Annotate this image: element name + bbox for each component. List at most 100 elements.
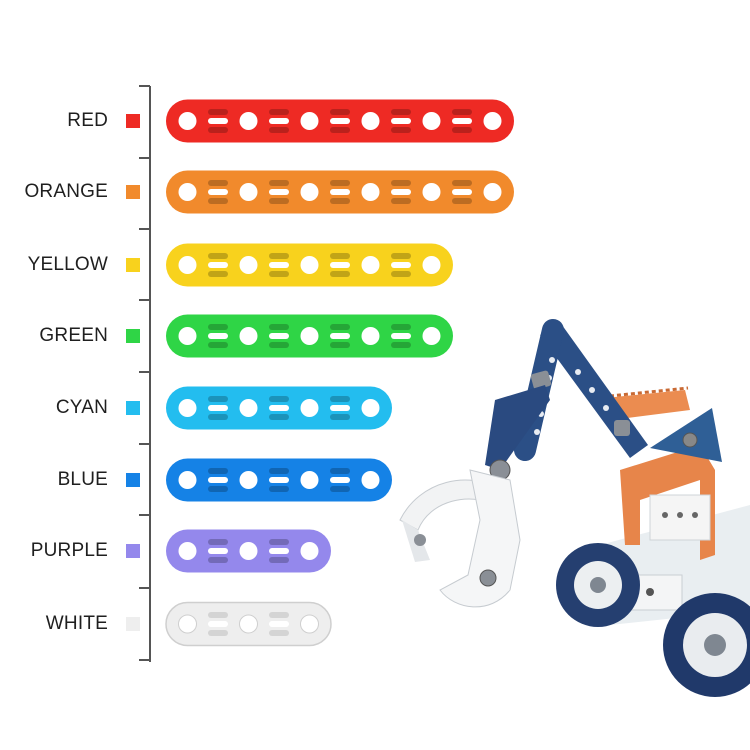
legend-tick <box>139 587 150 589</box>
strip-slot <box>452 118 472 124</box>
strip-slot <box>208 477 228 483</box>
strip-slot <box>208 548 228 554</box>
legend-tick <box>139 228 150 230</box>
strip-hole <box>239 327 258 345</box>
strip-slot <box>391 198 411 204</box>
legend-swatch <box>126 617 140 631</box>
strip-hole <box>361 399 380 417</box>
strip-hole <box>300 399 319 417</box>
strip-hole <box>239 471 258 489</box>
strip-slot <box>330 324 350 330</box>
legend-tick <box>139 371 150 373</box>
strip-slot <box>330 198 350 204</box>
strip-cyan <box>166 386 392 430</box>
strip-slot <box>330 396 350 402</box>
strip-yellow <box>166 243 453 287</box>
strip-hole <box>300 112 319 130</box>
legend-label: RED <box>67 110 108 131</box>
strip-slot <box>208 324 228 330</box>
strip-hole <box>483 112 502 130</box>
legend-row-green: GREEN <box>0 321 142 351</box>
strip-hole <box>483 183 502 201</box>
strip-slot <box>452 180 472 186</box>
strip-hole <box>300 327 319 345</box>
strip-hole <box>300 542 319 560</box>
strip-slot <box>208 414 228 420</box>
strip-hole <box>178 471 197 489</box>
strip-slot <box>208 405 228 411</box>
legend-row-orange: ORANGE <box>0 177 142 207</box>
strip-slot <box>208 262 228 268</box>
legend-row-cyan: CYAN <box>0 393 142 423</box>
strip-red <box>166 99 514 143</box>
legend-label: BLUE <box>57 469 108 490</box>
strip-orange <box>166 170 514 214</box>
strip-hole <box>422 112 441 130</box>
strip-hole <box>239 399 258 417</box>
orange-grill <box>605 390 690 420</box>
strip-hole <box>422 327 441 345</box>
strip-hole <box>361 112 380 130</box>
strip-hole <box>361 327 380 345</box>
strip-slot <box>208 333 228 339</box>
legend-swatch <box>126 114 140 128</box>
strip-slot <box>330 477 350 483</box>
strip-slot <box>391 109 411 115</box>
strip-slot <box>391 127 411 133</box>
strip-hole <box>178 183 197 201</box>
strip-slot <box>208 621 228 627</box>
strip-slot <box>208 189 228 195</box>
strip-slot <box>269 630 289 636</box>
strip-slot <box>208 253 228 259</box>
strip-slot <box>269 477 289 483</box>
strip-slot <box>269 468 289 474</box>
strip-slot <box>391 118 411 124</box>
strip-hole <box>361 183 380 201</box>
legend-tick <box>139 299 150 301</box>
strip-hole <box>361 471 380 489</box>
strip-slot <box>208 396 228 402</box>
legend-swatch <box>126 544 140 558</box>
strip-slot <box>391 271 411 277</box>
strip-slot <box>208 539 228 545</box>
toy-excavator-photo <box>399 319 750 697</box>
strip-hole <box>178 256 197 274</box>
strip-slot <box>269 539 289 545</box>
strip-slot <box>269 414 289 420</box>
strip-slot <box>330 180 350 186</box>
strip-slot <box>330 127 350 133</box>
strip-slot <box>452 198 472 204</box>
legend-label: GREEN <box>39 325 108 346</box>
strip-hole <box>178 112 197 130</box>
strip-hole <box>178 542 197 560</box>
legend-swatch <box>126 473 140 487</box>
strip-slot <box>269 253 289 259</box>
strip-hole <box>361 256 380 274</box>
legend-swatch <box>126 329 140 343</box>
orange-frame <box>620 445 715 560</box>
front-wheel <box>556 543 640 627</box>
legend-axis-line <box>149 86 151 662</box>
strip-slot <box>269 396 289 402</box>
strip-slot <box>269 127 289 133</box>
strip-slot <box>269 180 289 186</box>
strip-hole <box>239 256 258 274</box>
strip-hole <box>300 183 319 201</box>
strip-slot <box>330 189 350 195</box>
big-wheel <box>663 593 750 697</box>
strip-slot <box>391 324 411 330</box>
strip-hole <box>178 327 197 345</box>
strip-hole <box>300 614 319 634</box>
strip-slot <box>269 189 289 195</box>
strip-slot <box>391 333 411 339</box>
strip-slot <box>330 486 350 492</box>
strip-slot <box>208 180 228 186</box>
strip-slot <box>269 486 289 492</box>
strip-hole <box>300 471 319 489</box>
strip-purple <box>166 529 331 573</box>
strip-slot <box>330 405 350 411</box>
legend-tick <box>139 443 150 445</box>
strip-slot <box>208 118 228 124</box>
legend-row-yellow: YELLOW <box>0 250 142 280</box>
